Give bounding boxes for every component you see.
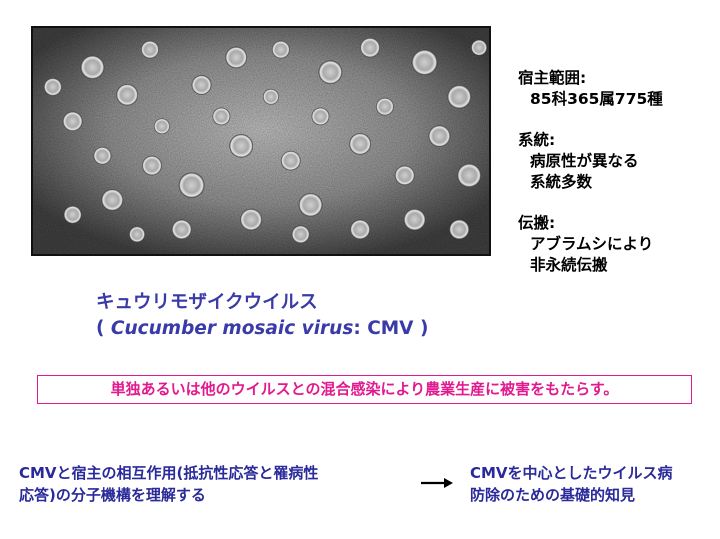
virion-particle [141, 40, 159, 59]
impact-banner: 単独あるいは他のウイルスとの混合感染により農業生産に被害をもたらす。 [37, 375, 692, 404]
virion-particle [191, 75, 212, 95]
transmission-label: 伝搬: [518, 214, 556, 232]
virus-scientific-line: ( Cucumber mosaic virus: CMV ) [96, 316, 428, 342]
virion-particle [43, 78, 62, 96]
virion-particle [298, 193, 323, 217]
virion-particle [142, 155, 162, 176]
virus-caption: キュウリモザイクウイルス ( Cucumber mosaic virus: CM… [96, 290, 428, 342]
virion-particle [403, 208, 426, 231]
virus-facts: 宿主範囲: 85科365属775種 系統: 病原性が異なる 系統多数 伝搬: ア… [518, 68, 663, 276]
strain-value-line1: 病原性が異なる [530, 152, 639, 170]
virion-particle [447, 84, 472, 109]
virion-particle [101, 189, 124, 211]
research-goal-line2: 応答)の分子機構を理解する [19, 486, 206, 504]
virion-particle [360, 37, 380, 58]
virion-particle [394, 165, 415, 186]
host-range-value: 85科365属775種 [530, 90, 663, 108]
strain-label: 系統: [518, 131, 556, 149]
virion-particle [428, 125, 451, 147]
virion-particle [62, 111, 83, 132]
virion-particle [262, 88, 279, 105]
transmission-value-line2: 非永続伝搬 [530, 256, 608, 274]
virion-particle [375, 97, 394, 116]
virion-particle [457, 163, 482, 188]
virion-particle [318, 60, 343, 85]
virion-particle [350, 219, 371, 240]
virion-particle [291, 225, 310, 244]
research-goal: CMVと宿主の相互作用(抵抗性応答と罹病性 応答)の分子機構を理解する [19, 462, 414, 506]
virion-particle [116, 84, 139, 106]
virion-particle [271, 40, 290, 59]
virion-particle [153, 118, 170, 135]
virion-particle [178, 172, 205, 198]
paren-open: ( [96, 318, 111, 339]
virion-particle [171, 219, 192, 240]
host-range-label: 宿主範囲: [518, 69, 587, 87]
virion-particle [80, 55, 105, 80]
virion-particle [225, 46, 248, 69]
virion-particle [449, 219, 470, 240]
research-outcome: CMVを中心としたウイルス病 防除のための基礎的知見 [470, 462, 715, 506]
research-goal-line1: CMVと宿主の相互作用(抵抗性応答と罹病性 [19, 464, 319, 482]
virion-particle [229, 134, 254, 158]
transmission-value-line1: アブラムシにより [530, 235, 654, 253]
virion-particle [240, 208, 262, 231]
virion-particle [411, 49, 438, 76]
virus-japanese-name: キュウリモザイクウイルス [96, 292, 318, 313]
virus-micrograph [31, 26, 491, 256]
virion-particle [311, 107, 330, 126]
strain-value-line2: 系統多数 [530, 173, 593, 191]
virion-particle [129, 226, 146, 243]
virion-particle [93, 146, 112, 165]
research-outcome-line1: CMVを中心としたウイルス病 [470, 464, 673, 482]
right-arrow-icon [421, 478, 453, 488]
virion-particle [212, 107, 231, 126]
virion-particle [349, 133, 372, 155]
research-outcome-line2: 防除のための基礎的知見 [470, 486, 636, 504]
virus-micrograph-image [33, 28, 489, 254]
virion-particle [471, 39, 488, 56]
virus-abbreviation: : CMV ) [353, 318, 429, 339]
virion-particle [280, 150, 301, 171]
virion-particle [63, 205, 82, 224]
virus-scientific-name: Cucumber mosaic virus [110, 318, 354, 339]
